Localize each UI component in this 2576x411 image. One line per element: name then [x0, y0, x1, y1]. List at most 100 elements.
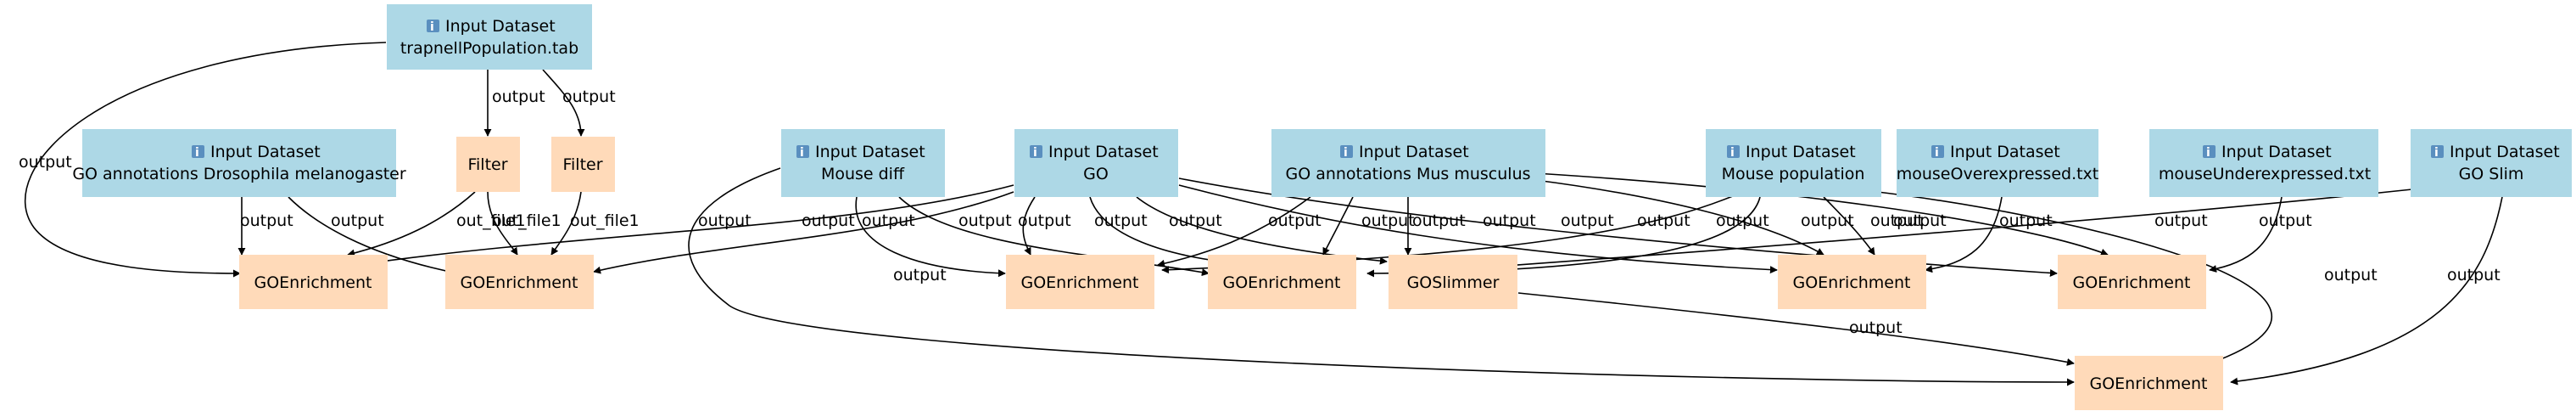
node-input-mouse-population[interactable]: i Input Dataset Mouse population [1706, 129, 1881, 197]
node-goenrichment-6[interactable]: GOEnrichment [2058, 255, 2206, 309]
edge-filter2-goenrich2 [550, 191, 582, 256]
info-icon: i [1030, 145, 1042, 160]
edge-godros-goenrich2 [288, 196, 459, 276]
node-input-go-mus-musculus[interactable]: i Input Dataset GO annotations Mus muscu… [1271, 129, 1545, 197]
info-icon: i [2431, 145, 2444, 160]
node-title: Input Dataset [1048, 143, 1159, 161]
edge-label-output: output [1870, 211, 1924, 230]
edge-label-output: output [1893, 211, 1947, 230]
node-subtitle: GO annotations Drosophila melanogaster [72, 165, 406, 183]
node-input-mouse-diff[interactable]: i Input Dataset Mouse diff [781, 129, 945, 197]
edge-label-output: output [893, 266, 947, 284]
node-goenrichment-7[interactable]: GOEnrichment [2075, 356, 2223, 410]
edge-gomus-goenrich6 [1534, 172, 2109, 256]
node-input-go-slim[interactable]: i Input Dataset GO Slim [2411, 129, 2572, 197]
node-title: Input Dataset [2450, 143, 2560, 161]
node-subtitle: GO Slim [2459, 165, 2524, 183]
node-filter-1[interactable]: Filter [456, 137, 520, 192]
node-goenrichment-1[interactable]: GOEnrichment [239, 255, 388, 309]
node-label: GOEnrichment [2073, 273, 2191, 292]
edge-go-goenrich5 [1178, 184, 1778, 274]
node-subtitle: GO [1083, 165, 1109, 183]
edge-mouseunder-goenrich6 [2209, 196, 2283, 273]
edge-label-output: output [562, 87, 616, 106]
edge-label-output: output [240, 211, 293, 230]
edge-gomus-goenrich3 [1157, 196, 1311, 267]
node-label: GOEnrichment [461, 273, 578, 292]
svg-text:i: i [195, 146, 199, 160]
edge-label-out-file1: out_file1 [456, 211, 526, 230]
edge-label-output: output [2154, 211, 2208, 230]
node-goslimmer[interactable]: GOSlimmer [1389, 255, 1517, 309]
edge-label-output: output [331, 211, 384, 230]
node-title: Input Dataset [445, 17, 556, 36]
edge-go-goenrich2 [593, 191, 1014, 274]
node-title: Input Dataset [1950, 143, 2060, 161]
info-icon: i [192, 145, 204, 160]
edge-gomus-goenrich5 [1534, 179, 1824, 256]
node-input-go-drosophila[interactable]: i Input Dataset GO annotations Drosophil… [72, 129, 406, 197]
svg-text:i: i [2206, 146, 2210, 160]
node-title: Input Dataset [1359, 143, 1469, 161]
node-input-trapnell[interactable]: i Input Dataset trapnellPopulation.tab [387, 4, 592, 70]
node-label: GOEnrichment [2090, 374, 2208, 393]
edge-label-output: output [862, 211, 915, 230]
edge-label-output: output [1637, 211, 1690, 230]
svg-text:i: i [430, 20, 434, 34]
node-subtitle: Mouse population [1722, 165, 1865, 183]
edge-goslim-goslimmer [1481, 184, 2452, 271]
input-nodes: i Input Dataset trapnellPopulation.tab i… [72, 4, 2572, 197]
edge-label-output: output [2259, 211, 2312, 230]
edge-label-output: output [1561, 211, 1614, 230]
edge-label-out-file1: out_file1 [570, 211, 640, 230]
edge-label-output: output [19, 153, 72, 172]
node-label: GOSlimmer [1407, 273, 1500, 292]
edge-label-output: output [1483, 211, 1536, 230]
node-title: Input Dataset [210, 143, 321, 161]
node-title: Input Dataset [1746, 143, 1856, 161]
info-icon: i [1931, 145, 1944, 160]
edge-label-output: output [2447, 266, 2501, 284]
edge-label-output: output [1999, 211, 2053, 230]
node-goenrichment-3[interactable]: GOEnrichment [1006, 255, 1154, 309]
info-icon: i [1727, 145, 1740, 160]
node-input-mouse-underexpressed[interactable]: i Input Dataset mouseUnderexpressed.txt [2149, 129, 2378, 197]
edge-go-goslimmer [1136, 196, 1388, 265]
node-input-go[interactable]: i Input Dataset GO [1014, 129, 1178, 197]
node-label: GOEnrichment [1223, 273, 1341, 292]
edge-label-output: output [1169, 211, 1222, 230]
node-subtitle: trapnellPopulation.tab [400, 39, 578, 58]
edge-go-goenrich1 [355, 184, 1014, 268]
svg-text:i: i [1033, 146, 1037, 160]
node-label: GOEnrichment [1021, 273, 1139, 292]
edge-label-output: output [1018, 211, 1071, 230]
edge-label-output: output [802, 211, 855, 230]
node-goenrichment-4[interactable]: GOEnrichment [1208, 255, 1356, 309]
node-filter-2[interactable]: Filter [551, 137, 615, 192]
edge-label-output: output [1412, 211, 1466, 230]
edge-goslimmer-goenrich7 [1517, 292, 2075, 366]
edge-label-output: output [958, 211, 1012, 230]
svg-text:i: i [800, 146, 804, 160]
edge-goslim-goenrich7 [2230, 196, 2503, 386]
node-goenrichment-5[interactable]: GOEnrichment [1778, 255, 1926, 309]
edge-go-goenrich4 [1089, 196, 1222, 265]
node-title: Input Dataset [2221, 143, 2332, 161]
node-label: GOEnrichment [1793, 273, 1911, 292]
tool-nodes: Filter Filter GOEnrichment GOEnrichment … [239, 137, 2223, 410]
edge-label-output: output [1849, 318, 1903, 337]
edge-label-output: output [1361, 211, 1415, 230]
node-label: GOEnrichment [254, 273, 372, 292]
edge-label-output: output [1801, 211, 1854, 230]
edge-label-output: output [1268, 211, 1322, 230]
edge-label-output: output [1716, 211, 1769, 230]
node-goenrichment-2[interactable]: GOEnrichment [445, 255, 594, 309]
edge-label-output: output [492, 87, 545, 106]
info-icon: i [427, 20, 439, 34]
info-icon: i [2203, 145, 2216, 160]
edge-label-out-file1: out_file1 [492, 211, 562, 230]
edges: output output output output output out_f… [19, 42, 2503, 386]
node-input-mouse-overexpressed[interactable]: i Input Dataset mouseOverexpressed.txt [1897, 129, 2099, 197]
edge-mousepop-goenrich5 [1823, 196, 1875, 256]
